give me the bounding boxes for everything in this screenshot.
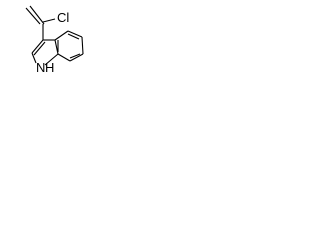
hydrogen-label: H <box>45 60 54 75</box>
pyrrole-ring <box>31 39 59 66</box>
carbonyl-oxygen-bond <box>25 5 45 25</box>
carbon-chlorine-bond <box>42 18 56 23</box>
molecule-structure: Cl N H <box>25 5 84 75</box>
nitrogen-label: N <box>36 60 45 75</box>
chlorine-label: Cl <box>57 10 69 25</box>
benzene-ring <box>54 30 84 62</box>
